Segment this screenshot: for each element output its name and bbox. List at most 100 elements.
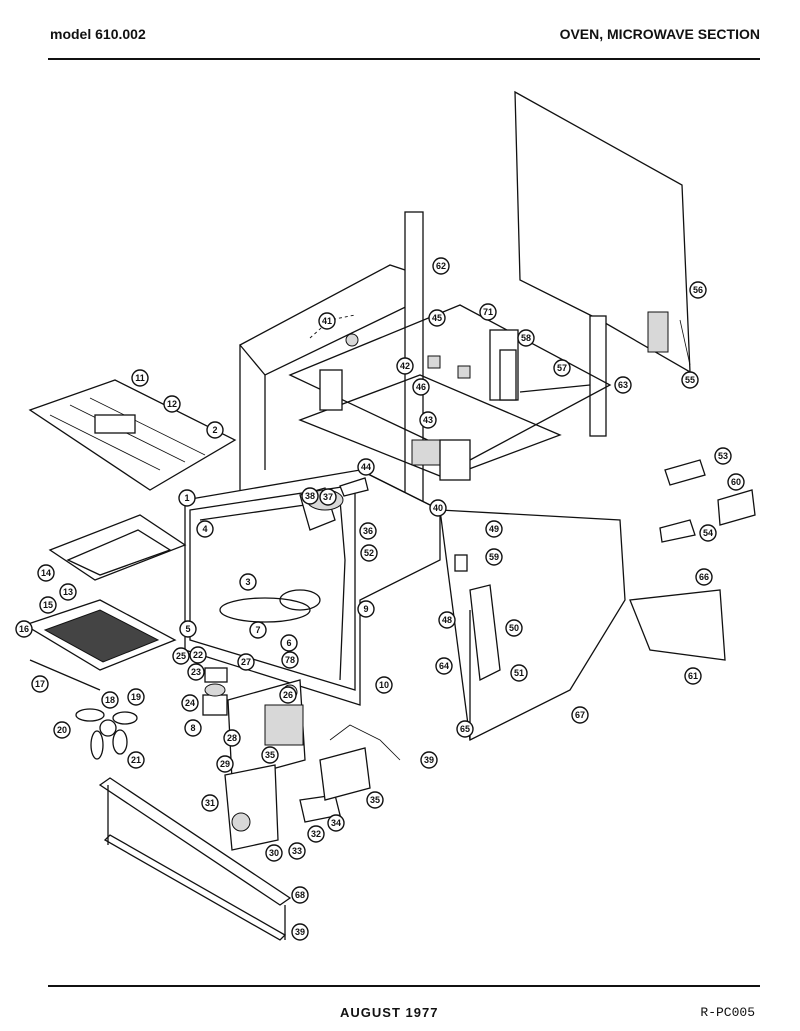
callout-15: 15 <box>39 596 57 614</box>
callout-60: 60 <box>727 473 745 491</box>
callout-33: 33 <box>288 842 306 860</box>
numbered-circle-icon <box>327 814 345 832</box>
top-rack <box>28 379 237 491</box>
callout-number: 34 <box>331 818 341 828</box>
callout-4: 4 <box>196 520 214 538</box>
callout-number: 37 <box>323 492 333 502</box>
callout-49: 49 <box>485 520 503 538</box>
motor-bracket-parts <box>202 667 306 781</box>
callout-20: 20 <box>53 721 71 739</box>
numbered-circle-icon <box>375 676 393 694</box>
callout-number: 61 <box>688 671 698 681</box>
callout-51: 51 <box>510 664 528 682</box>
numbered-circle-icon <box>727 473 745 491</box>
grease-filter <box>23 599 177 691</box>
callout-39: 39 <box>291 923 309 941</box>
callout-45: 45 <box>428 309 446 327</box>
callout-number: 19 <box>131 692 141 702</box>
callout-number: 16 <box>19 624 29 634</box>
callout-number: 60 <box>731 477 741 487</box>
callout-number: 67 <box>575 710 585 720</box>
numbered-circle-icon <box>681 371 699 389</box>
callout-16: 16 <box>15 620 33 638</box>
callout-number: 68 <box>295 890 305 900</box>
numbered-circle-icon <box>366 791 384 809</box>
callout-number: 13 <box>63 587 73 597</box>
numbered-circle-icon <box>412 378 430 396</box>
numbered-circle-icon <box>179 620 197 638</box>
callout-55: 55 <box>681 371 699 389</box>
callout-number: 35 <box>265 750 275 760</box>
callout-number: 62 <box>436 261 446 271</box>
callout-number: 12 <box>167 399 177 409</box>
callout-number: 63 <box>618 380 628 390</box>
callout-29: 29 <box>216 755 234 773</box>
callout-14: 14 <box>37 564 55 582</box>
callout-19: 19 <box>127 688 145 706</box>
callout-37: 37 <box>319 488 337 506</box>
callout-number: 8 <box>190 723 195 733</box>
numbered-circle-icon <box>479 303 497 321</box>
callout-number: 15 <box>43 600 53 610</box>
callout-number: 55 <box>685 375 695 385</box>
callout-61: 61 <box>684 667 702 685</box>
footer-code: R-PC005 <box>700 1005 755 1020</box>
callout-number: 1 <box>184 493 189 503</box>
numbered-circle-icon <box>435 657 453 675</box>
callout-64: 64 <box>435 657 453 675</box>
numbered-circle-icon <box>265 844 283 862</box>
callout-8: 8 <box>184 719 202 737</box>
footer-date: AUGUST 1977 <box>340 1005 439 1020</box>
callout-number: 32 <box>311 829 321 839</box>
numbered-circle-icon <box>39 596 57 614</box>
numbered-circle-icon <box>237 653 255 671</box>
callout-number: 38 <box>305 491 315 501</box>
callout-number: 36 <box>363 526 373 536</box>
numbered-circle-icon <box>301 487 319 505</box>
numbered-circle-icon <box>163 395 181 413</box>
fan-blade <box>75 708 138 760</box>
callout-38: 38 <box>301 487 319 505</box>
numbered-circle-icon <box>131 369 149 387</box>
callout-number: 10 <box>379 680 389 690</box>
callout-number: 59 <box>489 552 499 562</box>
callout-44: 44 <box>357 458 375 476</box>
callout-number: 33 <box>292 846 302 856</box>
callout-number: 65 <box>460 724 470 734</box>
numbered-circle-icon <box>699 524 717 542</box>
model-label: model 610.002 <box>50 26 146 42</box>
callout-number: 22 <box>193 650 203 660</box>
numbered-circle-icon <box>281 651 299 669</box>
callout-number: 42 <box>400 361 410 371</box>
callout-41: 41 <box>318 312 336 330</box>
callout-number: 20 <box>57 725 67 735</box>
callout-number: 3 <box>245 577 250 587</box>
shelf-tray <box>48 514 187 581</box>
callout-number: 58 <box>521 333 531 343</box>
callout-number: 24 <box>185 698 195 708</box>
callout-number: 26 <box>283 690 293 700</box>
numbered-circle-icon <box>59 583 77 601</box>
numbered-circle-icon <box>31 675 49 693</box>
callout-number: 49 <box>489 524 499 534</box>
numbered-circle-icon <box>419 411 437 429</box>
callout-number: 25 <box>176 651 186 661</box>
callout-number: 64 <box>439 661 449 671</box>
callout-17: 17 <box>31 675 49 693</box>
callout-23: 23 <box>187 663 205 681</box>
callout-26: 26 <box>279 686 297 704</box>
numbered-circle-icon <box>505 619 523 637</box>
callout-71: 71 <box>479 303 497 321</box>
numbered-circle-icon <box>510 664 528 682</box>
callout-25: 25 <box>172 647 190 665</box>
numbered-circle-icon <box>428 309 446 327</box>
callout-1: 1 <box>178 489 196 507</box>
numbered-circle-icon <box>689 281 707 299</box>
numbered-circle-icon <box>249 621 267 639</box>
numbered-circle-icon <box>53 721 71 739</box>
callout-28: 28 <box>223 729 241 747</box>
numbered-circle-icon <box>127 688 145 706</box>
numbered-circle-icon <box>714 447 732 465</box>
numbered-circle-icon <box>357 458 375 476</box>
